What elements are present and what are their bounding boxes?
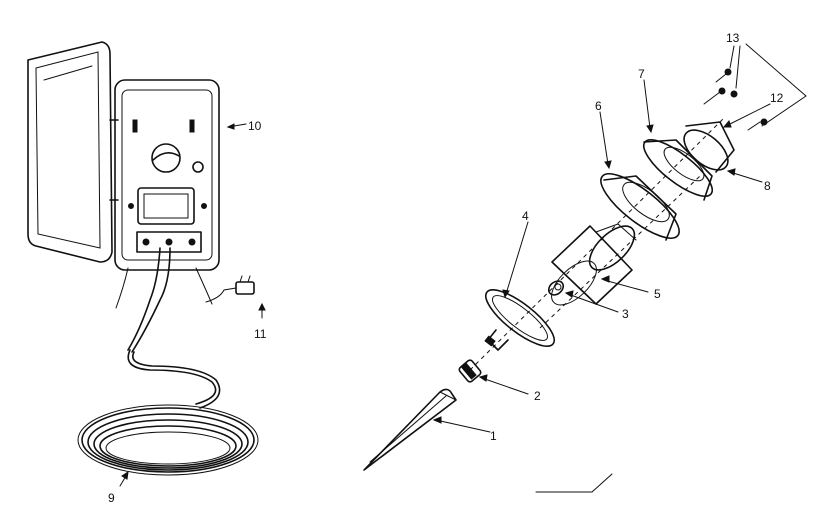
cable-coil	[77, 349, 259, 476]
callout-6: 6	[595, 99, 602, 113]
callout-4: 4	[522, 209, 529, 223]
callout-3: 3	[622, 307, 629, 321]
transformer-box	[27, 41, 220, 353]
leader-lines	[119, 43, 807, 493]
lens-cylinder	[551, 223, 637, 306]
callout-9: 9	[108, 491, 115, 505]
coupling	[458, 359, 482, 383]
hardware	[703, 68, 768, 131]
bulb	[547, 280, 565, 296]
callout-7: 7	[638, 67, 645, 81]
cap	[683, 121, 735, 173]
callout-13: 13	[726, 31, 740, 45]
callout-2: 2	[534, 389, 541, 403]
assembly-axis-2	[539, 175, 701, 329]
callout-labels: 10 11 9 1 2 3 4 5 6 7 8 12 13	[108, 31, 784, 505]
callout-11: 11	[254, 327, 267, 341]
callout-12: 12	[770, 91, 784, 105]
stake	[363, 388, 457, 471]
middle-tier	[600, 173, 680, 241]
callout-10: 10	[248, 119, 262, 133]
base-shade	[484, 289, 556, 351]
callout-5: 5	[654, 287, 661, 301]
connector	[205, 275, 255, 303]
callout-8: 8	[764, 179, 771, 193]
callout-1: 1	[490, 429, 497, 443]
